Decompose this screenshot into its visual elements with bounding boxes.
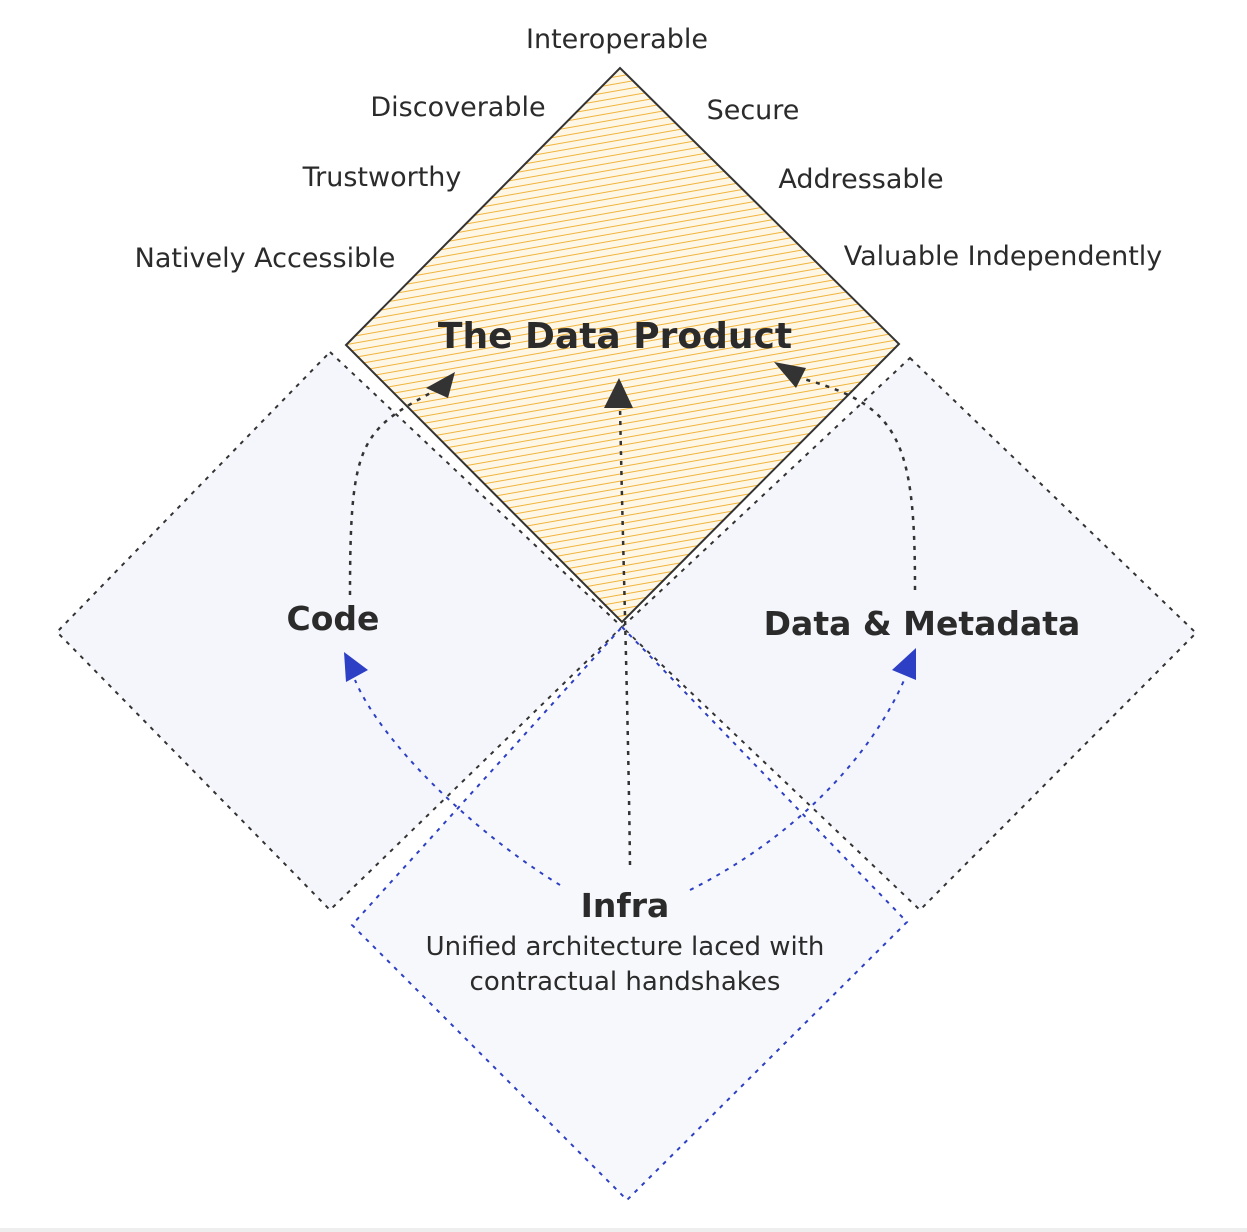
data-to-product-arrow: [799, 376, 917, 591]
data-product-title: The Data Product: [438, 316, 792, 357]
infra-description-line-1: Unified architecture laced with: [426, 932, 825, 962]
attribute-valuable-independently: Valuable Independently: [844, 241, 1163, 272]
infra-to-data-arrowhead: [892, 648, 916, 680]
attribute-interoperable: Interoperable: [526, 24, 708, 55]
infra-description-line-2: contractual handshakes: [470, 967, 781, 997]
attribute-discoverable: Discoverable: [370, 92, 545, 123]
data-metadata-label: Data & Metadata: [764, 604, 1081, 643]
infra-to-code-arrow: [354, 679, 561, 886]
attribute-trustworthy: Trustworthy: [302, 162, 462, 193]
attribute-secure: Secure: [707, 95, 800, 126]
data-product-diamond: [344, 66, 901, 624]
attribute-natively-accessible: Natively Accessible: [135, 243, 396, 274]
attribute-addressable: Addressable: [778, 164, 943, 195]
infra-title: Infra: [581, 886, 670, 925]
code-section: [55, 350, 624, 912]
code-label: Code: [287, 599, 380, 638]
data-to-product-arrowhead: [774, 362, 806, 388]
infra-section: [350, 625, 909, 1202]
data-metadata-section: [620, 356, 1198, 912]
bottom-divider: [0, 1228, 1247, 1232]
infra-to-product-arrowhead: [604, 378, 633, 408]
code-to-product-arrowhead: [426, 372, 455, 398]
infra-to-code-arrowhead: [344, 652, 368, 682]
infra-to-data-arrow: [689, 677, 906, 891]
code-to-product-arrow: [348, 386, 441, 596]
